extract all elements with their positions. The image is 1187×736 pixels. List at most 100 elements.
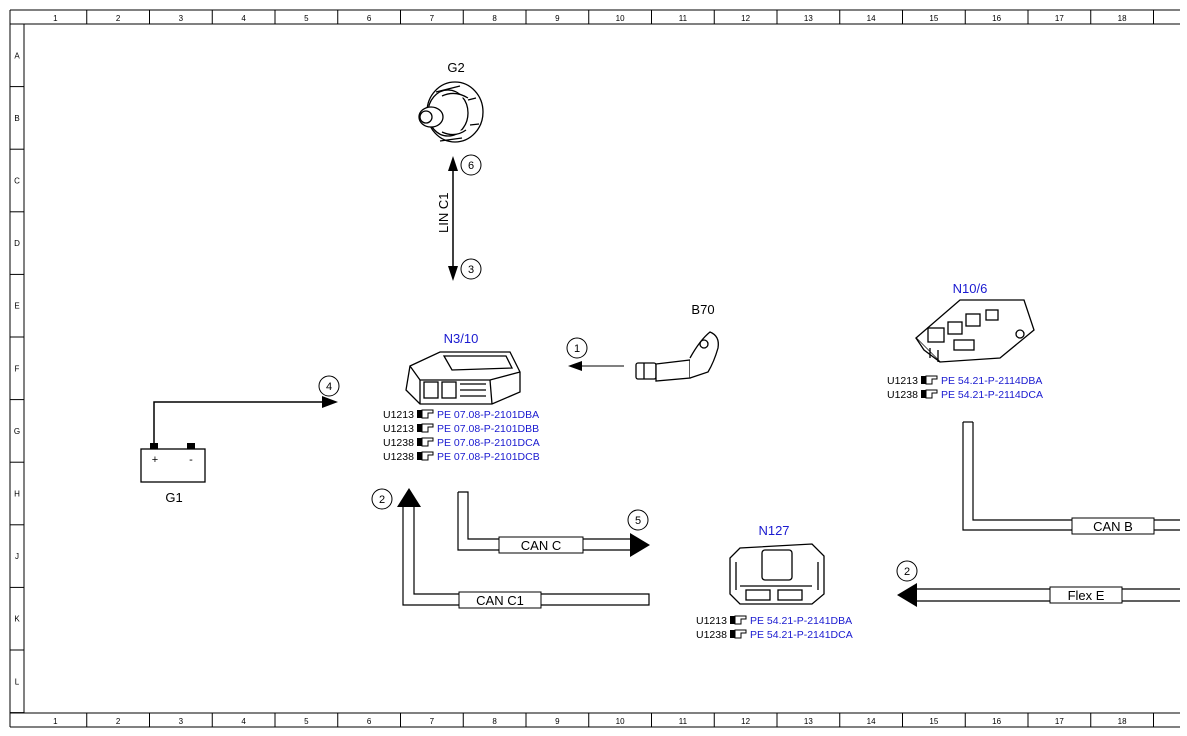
reference-link[interactable]: PE 54.21-P-2141DBA — [750, 615, 852, 627]
column-number: 13 — [804, 717, 813, 726]
column-number: 8 — [492, 717, 497, 726]
row-letter: J — [15, 552, 19, 561]
row-letter: G — [14, 427, 20, 436]
alternator-icon — [418, 81, 484, 143]
svg-text:4: 4 — [326, 381, 332, 393]
reference-code: U1213 — [696, 615, 727, 627]
lin-c1-bus: LIN C1 — [436, 156, 458, 281]
battery-minus-terminal: - — [189, 454, 193, 466]
column-number: 3 — [179, 14, 184, 23]
callout-1: 1 — [566, 337, 588, 359]
n3-10-label: N3/10 — [444, 331, 479, 346]
reference-link[interactable]: PE 54.21-P-2114DBA — [941, 375, 1042, 387]
reference-code: U1238 — [383, 451, 414, 463]
reference-row[interactable]: U1238 PE 54.21-P-2114DCA — [887, 389, 1043, 401]
battery-plus-terminal: + — [152, 454, 158, 466]
reference-row[interactable]: U1238 PE 07.08-P-2101DCB — [383, 451, 540, 463]
svg-text:2: 2 — [904, 566, 910, 578]
can-b-label-box: CAN B — [1071, 517, 1155, 535]
n127-component[interactable]: N127 U1213 PE 54.21-P-2141DBA U1238 PE 54.2… — [696, 523, 853, 641]
pointing-hand-icon — [417, 437, 434, 447]
n127-references: U1213 PE 54.21-P-2141DBA U1238 PE 54.21-P-2… — [696, 615, 853, 641]
n127-label: N127 — [758, 523, 789, 538]
g1-component[interactable]: + - G1 — [140, 443, 206, 505]
column-number: 9 — [555, 14, 560, 23]
pointing-hand-icon — [921, 389, 938, 399]
crankshaft-sensor-icon — [635, 331, 719, 382]
reference-code: U1238 — [887, 389, 918, 401]
row-letter: C — [14, 177, 20, 186]
row-letter: K — [14, 615, 20, 624]
svg-text:2: 2 — [379, 494, 385, 506]
reference-link[interactable]: PE 07.08-P-2101DBB — [437, 423, 539, 435]
column-number: 1 — [53, 717, 58, 726]
battery-icon: + - — [140, 443, 206, 483]
reference-code: U1238 — [696, 629, 727, 641]
reference-link[interactable]: PE 07.08-P-2101DBA — [437, 409, 539, 421]
column-number: 17 — [1055, 717, 1064, 726]
pointing-hand-icon — [921, 375, 938, 385]
reference-link[interactable]: PE 07.08-P-2101DCA — [437, 437, 540, 449]
pointing-hand-icon — [417, 451, 434, 461]
can-c-arrowhead — [630, 533, 650, 557]
g2-label: G2 — [447, 60, 464, 75]
column-number: 9 — [555, 717, 560, 726]
callout-4: 4 — [318, 375, 340, 397]
column-number: 12 — [741, 717, 750, 726]
row-letter: A — [14, 51, 20, 60]
row-letter: B — [14, 114, 19, 123]
reference-row[interactable]: U1213 PE 07.08-P-2101DBB — [383, 423, 539, 435]
row-letter: L — [15, 677, 20, 686]
svg-text:1: 1 — [574, 343, 580, 355]
reference-code: U1213 — [383, 423, 414, 435]
svg-text:5: 5 — [635, 515, 641, 527]
g1-supply-line — [153, 396, 338, 443]
callout-6: 6 — [460, 154, 482, 176]
reference-link[interactable]: PE 54.21-P-2141DCA — [750, 629, 853, 641]
column-number: 17 — [1055, 14, 1064, 23]
can-c1-label: CAN C1 — [476, 593, 524, 608]
reference-row[interactable]: U1238 PE 54.21-P-2141DCA — [696, 629, 853, 641]
reference-link[interactable]: PE 07.08-P-2101DCB — [437, 451, 540, 463]
b70-label: B70 — [691, 302, 714, 317]
g2-component[interactable]: G2 — [418, 60, 484, 143]
column-number: 2 — [116, 717, 121, 726]
column-number: 4 — [241, 717, 246, 726]
can-b-bus — [962, 421, 1180, 531]
lin-c1-label: LIN C1 — [436, 193, 451, 233]
flex-e-arrowhead — [897, 583, 917, 607]
column-number: 4 — [241, 14, 246, 23]
callout-3: 3 — [460, 258, 482, 280]
column-number: 18 — [1118, 14, 1127, 23]
pointing-hand-icon — [417, 409, 434, 419]
reference-row[interactable]: U1213 PE 54.21-P-2141DBA — [696, 615, 852, 627]
pointing-hand-icon — [417, 423, 434, 433]
flex-e-bus — [916, 588, 1180, 602]
b70-component[interactable]: B70 — [635, 302, 719, 382]
column-number: 16 — [992, 14, 1001, 23]
column-number: 14 — [867, 717, 876, 726]
callout-5: 5 — [627, 509, 649, 531]
column-number: 7 — [430, 717, 435, 726]
row-letter: F — [15, 364, 20, 373]
reference-link[interactable]: PE 54.21-P-2114DCA — [941, 389, 1043, 401]
column-number: 7 — [430, 14, 435, 23]
row-letter: E — [14, 302, 19, 311]
column-number: 6 — [367, 14, 372, 23]
column-number: 18 — [1118, 717, 1127, 726]
svg-text:3: 3 — [468, 264, 474, 276]
column-number: 10 — [616, 14, 625, 23]
column-number: 11 — [679, 717, 688, 726]
column-number: 15 — [929, 717, 938, 726]
pointing-hand-icon — [730, 629, 747, 639]
n10-6-label: N10/6 — [953, 281, 988, 296]
